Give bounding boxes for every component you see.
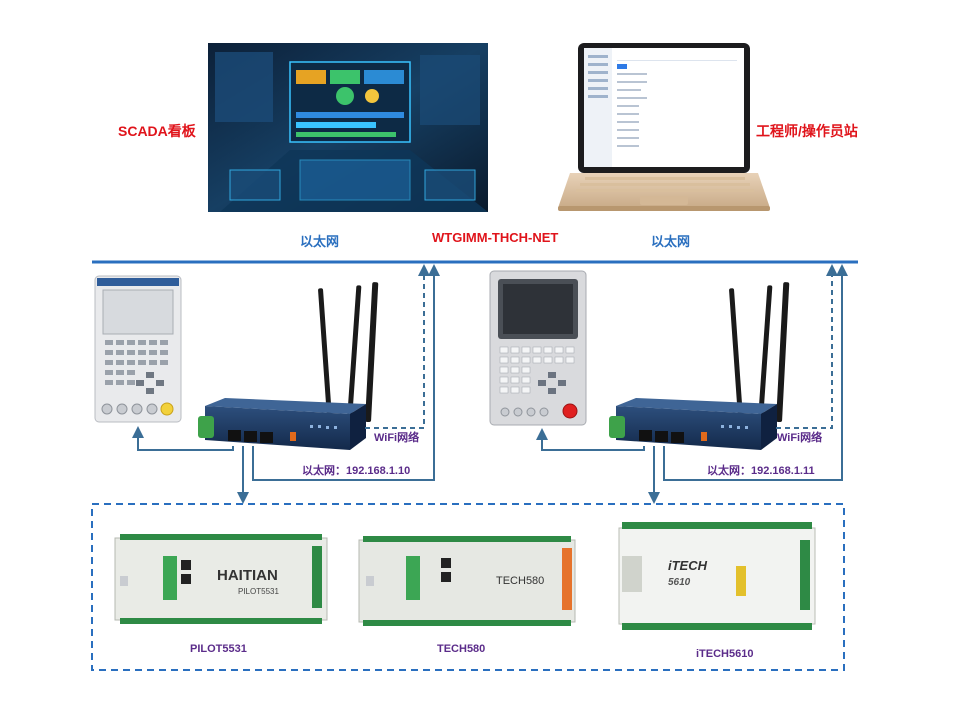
controller-label-itech5610: iTECH5610 bbox=[696, 648, 754, 660]
engineer-station-label: 工程师/操作员站 bbox=[756, 123, 858, 139]
controller-label-tech580: TECH580 bbox=[437, 643, 486, 655]
wifi-label-left: WiFi网络 bbox=[374, 432, 420, 444]
scada-label: SCADA看板 bbox=[118, 123, 196, 139]
wifi-links bbox=[365, 264, 838, 429]
router-left bbox=[198, 282, 379, 450]
pilot5531-model-text: PILOT5531 bbox=[238, 587, 279, 596]
ethernet-label-left: 以太网 bbox=[300, 234, 340, 249]
wifi-label-right: WiFi网络 bbox=[777, 432, 823, 444]
router-right bbox=[609, 282, 790, 450]
itech5610-brand-text: iTECH bbox=[668, 558, 708, 573]
scada-dashboard-image bbox=[208, 43, 488, 212]
controller-label-pilot5531: PILOT5531 bbox=[190, 643, 247, 655]
ethernet-label-right: 以太网 bbox=[651, 234, 691, 249]
pilot5531-brand-text: HAITIAN bbox=[217, 567, 278, 584]
link-lines bbox=[132, 264, 848, 504]
itech5610-model-text: 5610 bbox=[668, 577, 691, 588]
network-name-label: WTGIMM-THCH-NET bbox=[432, 230, 559, 245]
tech580-model-text: TECH580 bbox=[496, 575, 544, 587]
controller-pilot5531-image: HAITIAN PILOT5531 bbox=[114, 534, 328, 624]
hmi-panel-right bbox=[489, 270, 587, 426]
laptop-image bbox=[558, 43, 770, 211]
ip-label-left: 以太网：192.168.1.10 bbox=[302, 465, 411, 477]
controllers-frame bbox=[91, 503, 845, 671]
controller-itech5610-image: iTECH 5610 bbox=[618, 522, 816, 630]
hmi-panel-left bbox=[94, 275, 182, 423]
controller-tech580-image: TECH580 bbox=[358, 536, 576, 626]
ip-label-right: 以太网：192.168.1.11 bbox=[707, 465, 815, 477]
